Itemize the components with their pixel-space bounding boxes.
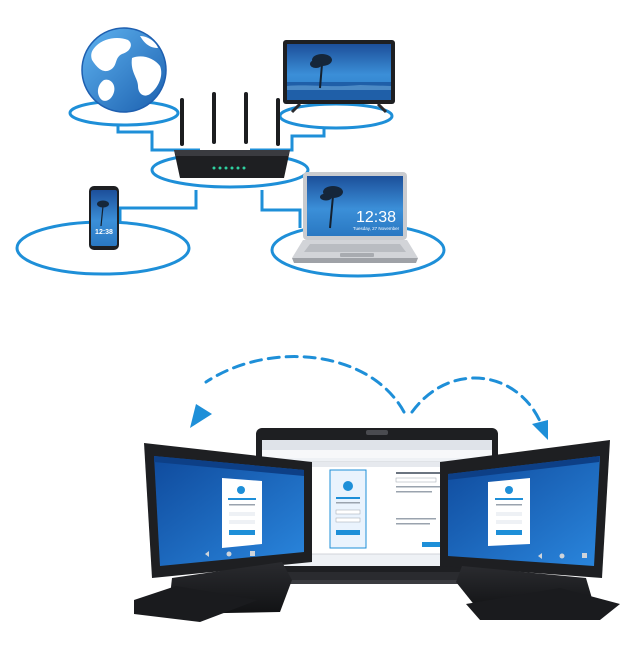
arrow-head-left: [190, 404, 212, 428]
router-icon: [174, 92, 290, 178]
phone-icon: 12:38: [89, 186, 119, 250]
link-router-laptop: [262, 190, 300, 228]
arrow-left-curve: [206, 357, 404, 412]
laptop-icon: 12:38 Tuesday, 27 November: [292, 172, 418, 263]
globe-icon: [82, 28, 166, 112]
arrow-right-curve: [412, 378, 542, 426]
tv-icon: [283, 40, 395, 112]
left-tablet: [134, 443, 312, 622]
dialog-window: [303, 462, 451, 554]
link-tv-router: [250, 126, 324, 150]
webcam: [366, 430, 388, 435]
arrow-head-right: [532, 420, 548, 440]
phone-clock: 12:38: [95, 229, 113, 236]
right-tablet: [440, 440, 620, 620]
sync-arrows: [206, 357, 542, 426]
laptop-clock: 12:38: [356, 209, 396, 226]
laptop-date: Tuesday, 27 November: [353, 226, 400, 231]
